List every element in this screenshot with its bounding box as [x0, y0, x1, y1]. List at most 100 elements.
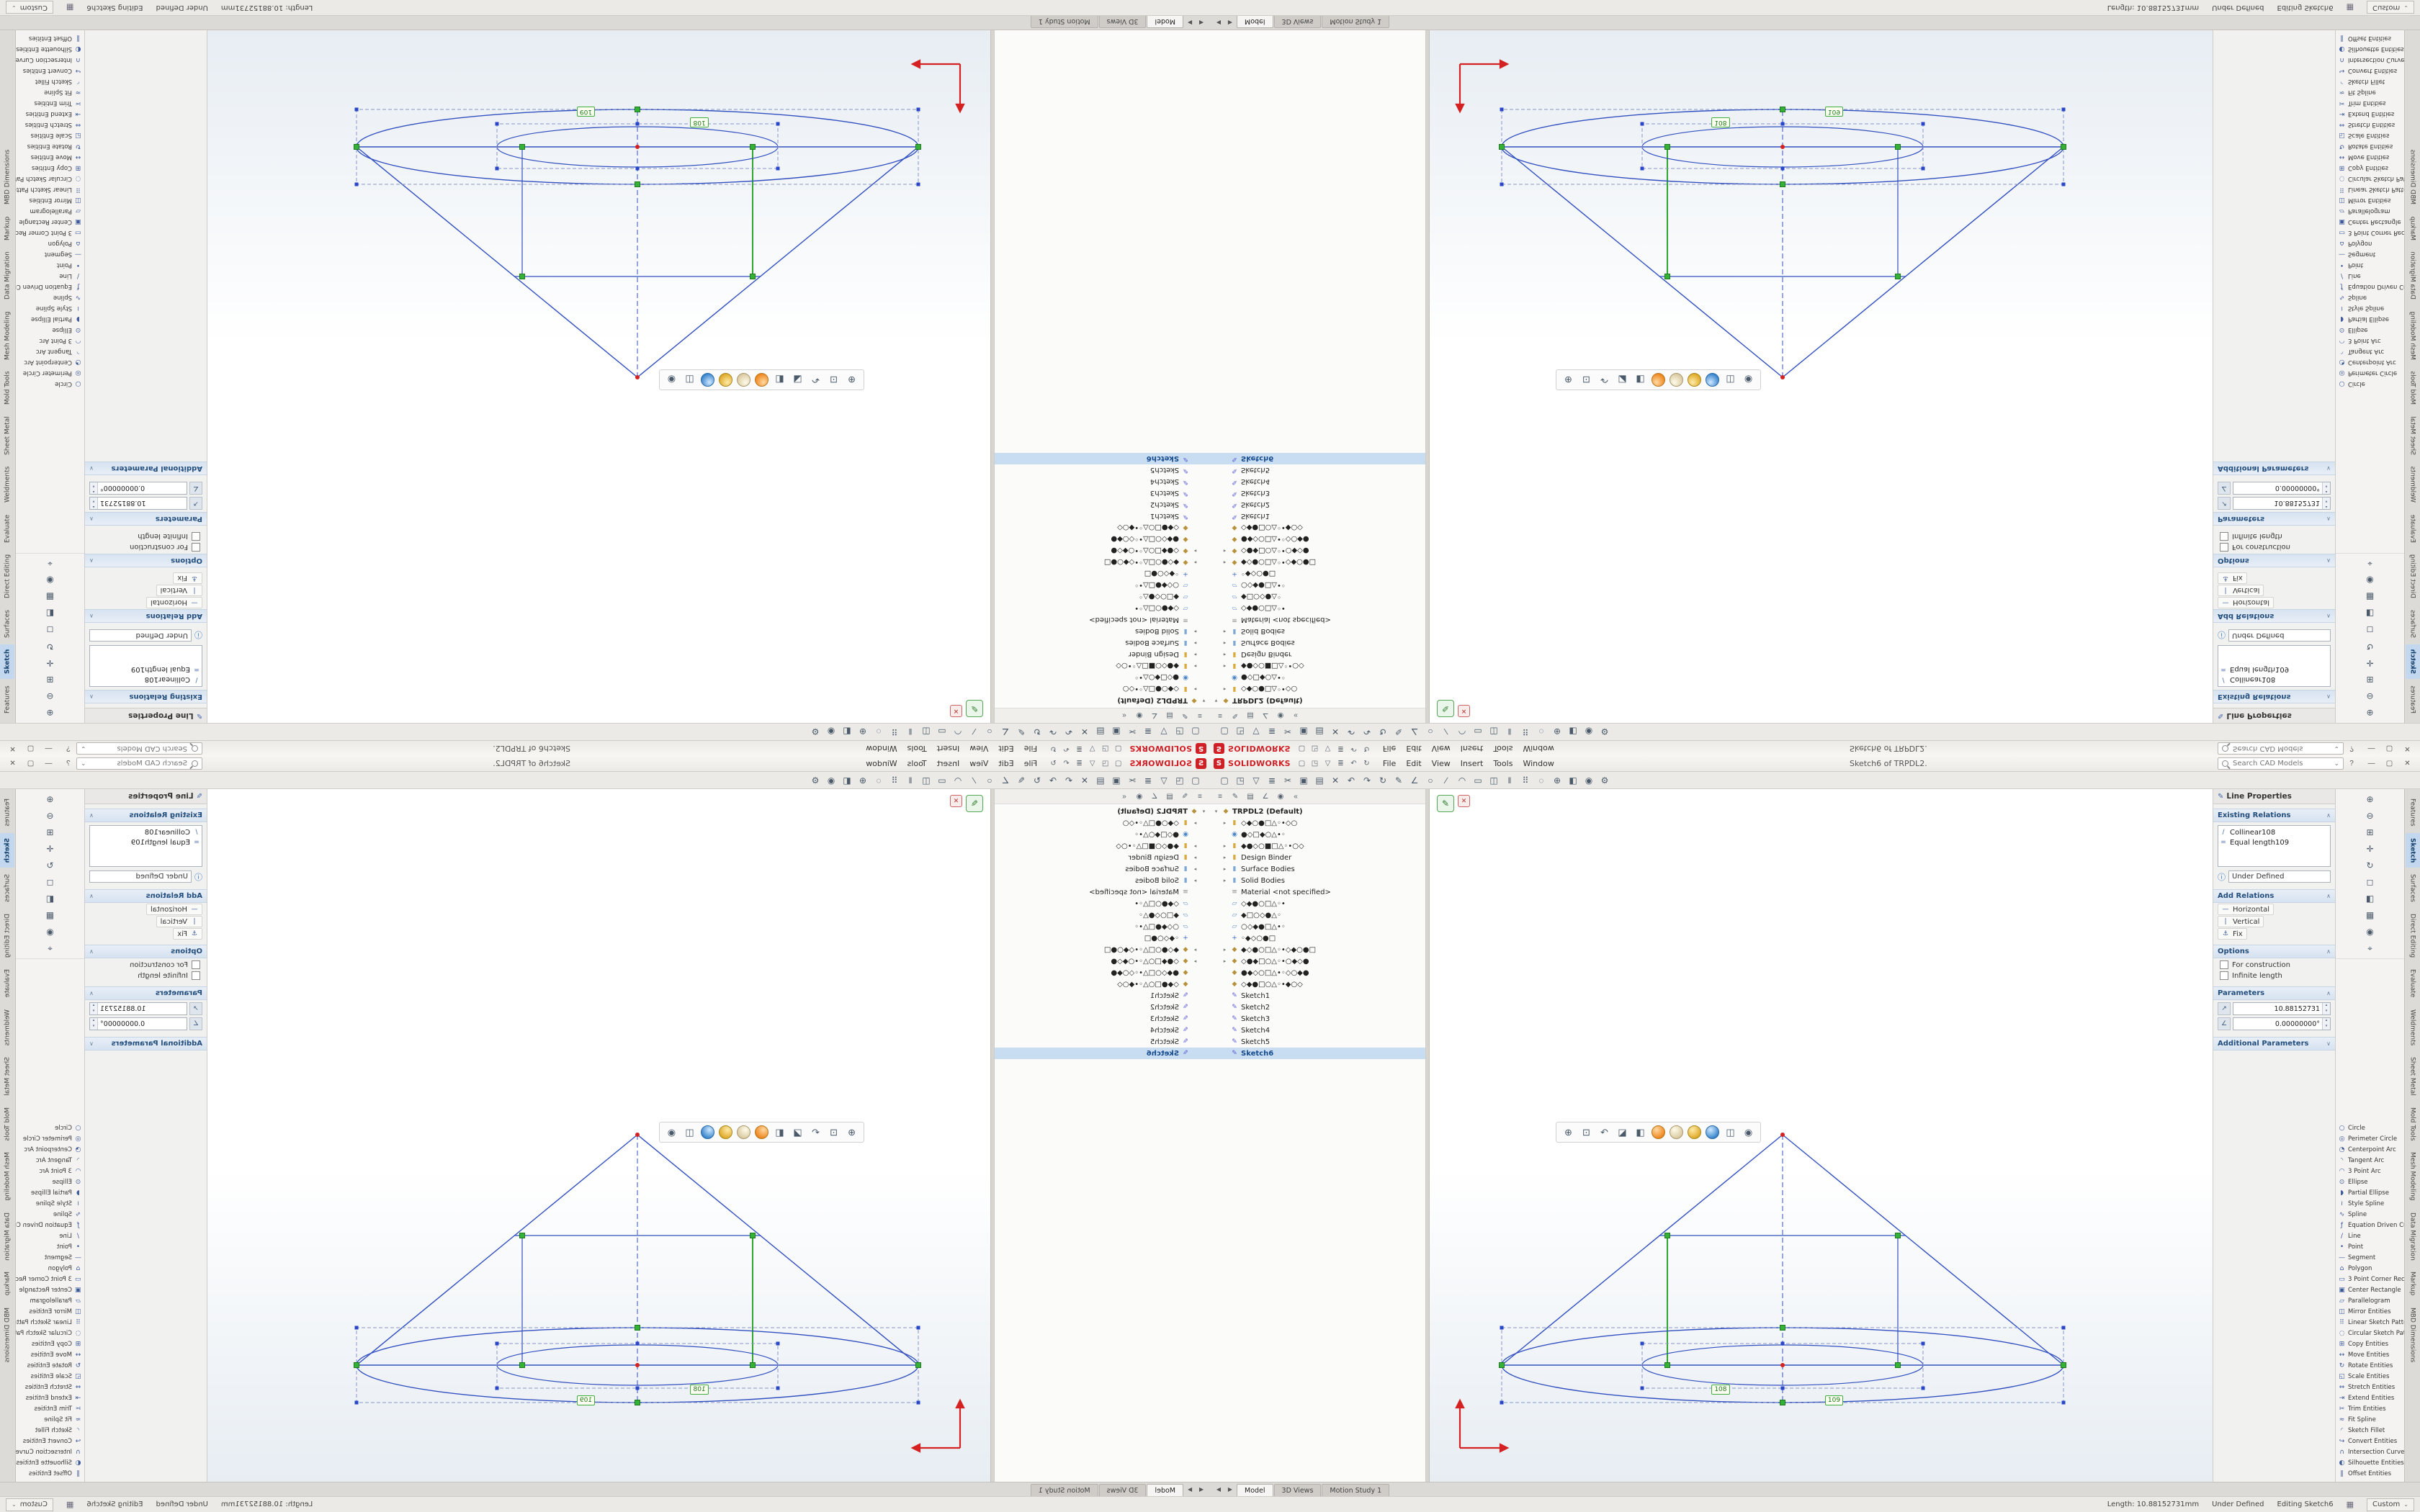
zoom-window-icon[interactable]: ⊞ — [2363, 825, 2378, 840]
close-icon[interactable]: ✕ — [2398, 742, 2416, 755]
menu-item[interactable]: Edit — [1401, 757, 1426, 771]
section-view-icon[interactable]: ◪ — [790, 372, 805, 387]
command-tab[interactable]: Sheet Metal — [1, 1052, 15, 1101]
command-tab[interactable]: Data Migration — [1, 1207, 15, 1266]
tree-item[interactable]: ▸ ▮ ◆●◇○■□△◦•○◇ — [995, 660, 1210, 672]
tab-scroll-right-icon[interactable]: ▶ — [1224, 17, 1236, 29]
undo-icon[interactable]: ↶ — [1344, 773, 1358, 788]
sketch-tool-item[interactable]: ↪ Convert Entities — [16, 66, 84, 76]
hide-show-icon[interactable]: ◉ — [1582, 725, 1596, 739]
option-checkbox-row[interactable]: Infinite length — [2220, 532, 2329, 541]
sketch-tool-item[interactable]: ⇥ Extend Entities — [2336, 1392, 2404, 1403]
undo-icon[interactable]: ↶ — [1062, 773, 1076, 788]
sketch-tool-item[interactable]: ◜ Sketch Fillet — [2336, 1425, 2404, 1436]
perspective-icon[interactable]: ◉ — [43, 924, 58, 939]
command-tab[interactable]: Mesh Modeling — [1, 1147, 15, 1206]
sketch-tool-item[interactable]: ◜ Sketch Fillet — [16, 76, 84, 87]
sketch-tool-item[interactable]: ↔ Move Entities — [16, 152, 84, 163]
close-icon[interactable]: ✕ — [2398, 757, 2416, 770]
command-tab[interactable]: Sheet Metal — [2406, 1052, 2420, 1101]
open-file-icon[interactable]: ◳ — [1099, 757, 1111, 770]
paste-icon[interactable]: ▤ — [1312, 773, 1327, 788]
new-icon[interactable]: ▢ — [1217, 773, 1232, 788]
sketch-tool-item[interactable]: ⊙ Ellipse — [16, 325, 84, 336]
expander-icon[interactable]: ▸ — [1223, 958, 1227, 964]
custom-dropdown[interactable]: Custom ⌄ — [2366, 1, 2414, 14]
command-tab[interactable]: Markup — [2406, 211, 2420, 245]
new-icon[interactable]: ▢ — [1188, 725, 1203, 739]
settings-icon[interactable]: ⚙ — [808, 725, 823, 739]
sketch-tool-item[interactable]: ↻ Rotate Entities — [16, 1360, 84, 1371]
expander-icon[interactable]: ▸ — [1223, 866, 1227, 872]
tree-item[interactable]: ▱ ◇◆●○□△◦• — [995, 898, 1210, 909]
fix-relation-button[interactable]: ⚓ Fix — [2218, 928, 2247, 940]
sketch-tool-item[interactable]: ▱ Parallelogram — [2336, 206, 2404, 217]
edit-sketch-icon[interactable]: ✎ — [1014, 773, 1028, 788]
dimxpert-tab-icon[interactable]: ∠ — [1259, 710, 1272, 721]
undo-quick-icon[interactable]: ↶ — [1348, 757, 1360, 770]
mirror-icon[interactable]: ◫ — [1487, 725, 1501, 739]
tree-item[interactable]: ✎ Sketch3 — [1210, 1013, 1425, 1025]
tree-item[interactable]: ✎ Sketch4 — [1210, 476, 1425, 487]
tab-scroll-left-icon[interactable]: ◀ — [1196, 1484, 1207, 1495]
pan-icon[interactable]: ✛ — [43, 842, 58, 856]
command-tab[interactable]: Evaluate — [2406, 964, 2420, 1002]
command-tab[interactable]: MBD Dimensions — [2406, 145, 2420, 210]
tree-item[interactable]: ◉ ●◇□◆○△•◦ — [1210, 829, 1425, 840]
tab-scroll-right-icon[interactable]: ▶ — [1224, 1484, 1236, 1495]
view-cube-icon[interactable]: ◧ — [1566, 773, 1580, 788]
rectangle-tool-icon[interactable]: ▭ — [1471, 773, 1485, 788]
display-style-icon[interactable]: ◫ — [1723, 372, 1738, 387]
command-tab[interactable]: Mold Tools — [1, 1102, 15, 1146]
grid-icon[interactable]: ▦ — [2346, 1500, 2354, 1509]
sketch-tool-item[interactable]: ✂ Trim Entities — [16, 98, 84, 109]
expander-icon[interactable]: ▸ — [1223, 652, 1227, 657]
tree-item[interactable]: ▾ ◆ TRPDL2 (Default) — [995, 806, 1210, 817]
mirror-icon[interactable]: ◫ — [919, 725, 933, 739]
configurationmanager-tab-icon[interactable]: ▤ — [1163, 791, 1176, 802]
copy-icon[interactable]: ▣ — [1296, 725, 1311, 739]
command-tab[interactable]: Direct Editing — [1, 909, 15, 963]
offset-icon[interactable]: ‖ — [903, 725, 918, 739]
zoom-fit-icon[interactable]: ⊕ — [844, 1125, 859, 1140]
section-view-icon[interactable]: ◪ — [790, 1125, 805, 1140]
tree-item[interactable]: ✎ Sketch1 — [1210, 510, 1425, 522]
expander-icon[interactable]: ▸ — [1193, 686, 1197, 692]
sketch-tool-item[interactable]: ≈ Fit Spline — [2336, 87, 2404, 98]
edit-appearance-icon[interactable] — [1652, 1125, 1665, 1139]
relations-listbox[interactable]: ∕ Collinear108 = Equal length109 — [89, 645, 202, 687]
command-tab[interactable]: Mesh Modeling — [2406, 306, 2420, 365]
sketch-tool-item[interactable]: — Segment — [2336, 249, 2404, 260]
save-icon[interactable]: ▽ — [1086, 742, 1098, 755]
delete-icon[interactable]: ✕ — [1077, 725, 1092, 739]
sketch-tool-item[interactable]: ↪ Convert Entities — [2336, 66, 2404, 76]
command-tab[interactable]: MBD Dimensions — [2406, 1302, 2420, 1367]
command-tab[interactable]: Sketch — [2405, 644, 2420, 680]
tree-item[interactable]: ▱ ◇◆●○□△◦• — [1210, 603, 1425, 614]
redo-icon[interactable]: ↷ — [1046, 773, 1060, 788]
menu-item[interactable]: File — [1378, 742, 1401, 756]
edit-appearance-icon[interactable] — [755, 1125, 768, 1139]
rectangle-tool-icon[interactable]: ▭ — [1471, 725, 1485, 739]
scene-globe-icon[interactable] — [701, 373, 714, 387]
propertymanager-tab-icon[interactable]: ✎ — [1229, 791, 1242, 802]
parameter-field[interactable]: 10.88152731 ▴▾ — [89, 1002, 187, 1015]
close-icon[interactable]: ✕ — [4, 757, 22, 770]
print-icon[interactable]: ≣ — [1265, 773, 1279, 788]
zoom-area-icon[interactable]: ⊡ — [1579, 372, 1594, 387]
tree-item[interactable]: ▱ ○◇◆●□△•◦ — [995, 580, 1210, 591]
relation-item[interactable]: ∕ Collinear108 — [2220, 675, 2329, 685]
hide-show-items-icon[interactable]: ◉ — [1741, 1125, 1756, 1140]
menu-item[interactable]: File — [1378, 757, 1401, 771]
maximize-icon[interactable]: ▢ — [2380, 742, 2398, 755]
expander-icon[interactable]: ▸ — [1223, 843, 1227, 849]
tree-item[interactable]: ▱ ○◇◆●□△•◦ — [1210, 580, 1425, 591]
dimension-tag[interactable]: 109 — [1824, 1395, 1844, 1405]
delete-icon[interactable]: ✕ — [1328, 725, 1343, 739]
help-button[interactable]: ? — [2345, 757, 2358, 770]
sketch-tool-item[interactable]: ≀ Style Spline — [2336, 1198, 2404, 1209]
view-settings-icon[interactable] — [719, 373, 732, 387]
sketch-tool-item[interactable]: ⇥ Extend Entities — [2336, 109, 2404, 120]
exit-sketch-icon[interactable]: ✎ — [966, 700, 983, 717]
menu-item[interactable]: View — [964, 757, 993, 771]
